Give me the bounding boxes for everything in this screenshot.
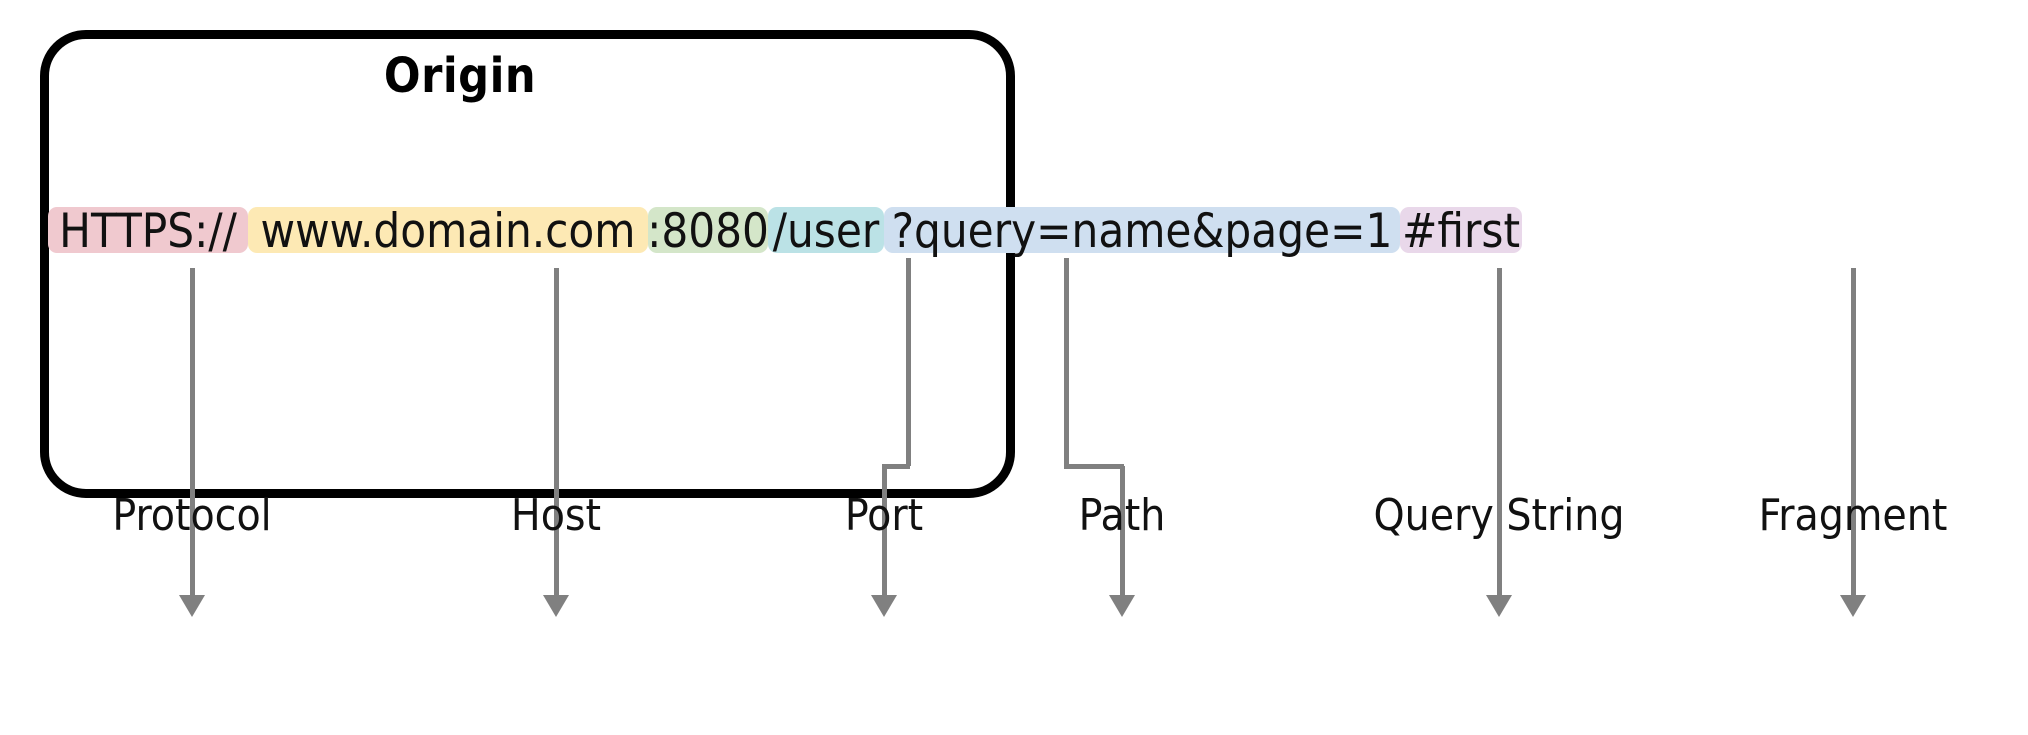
component-label-query: Query String (1373, 490, 1625, 541)
component-label-host: Host (510, 490, 602, 541)
url-segment-fragment-text: #first (1401, 203, 1521, 259)
leader-line-path-jog (1064, 464, 1124, 469)
leader-line-query (1497, 268, 1502, 595)
url-segment-port: :8080 (647, 203, 769, 259)
arrowhead-host (543, 595, 569, 617)
arrowhead-port (871, 595, 897, 617)
leader-line-host (554, 268, 559, 595)
url-segment-host: www.domain.com (248, 203, 648, 259)
url-segment-path-text: /user (772, 203, 880, 259)
component-label-protocol: Protocol (112, 490, 272, 541)
arrowhead-protocol (179, 595, 205, 617)
url-segment-port-text: :8080 (647, 203, 769, 259)
leader-line-path-lower (1120, 466, 1125, 595)
arrowhead-path (1109, 595, 1135, 617)
url-segment-query-text: ?query=name&page=1 (891, 203, 1393, 259)
leader-line-fragment (1851, 268, 1856, 595)
leader-line-port-lower (882, 466, 887, 595)
url-segment-host-text: www.domain.com (260, 203, 636, 259)
component-label-fragment: Fragment (1758, 490, 1948, 541)
component-label-port: Port (844, 490, 924, 541)
url-segment-path: /user (768, 203, 884, 259)
leader-line-protocol (190, 268, 195, 595)
leader-line-port-jog (882, 464, 910, 469)
url-string: HTTPS:// www.domain.com:8080/user?query=n… (48, 203, 1522, 259)
origin-label: Origin (383, 48, 537, 104)
leader-line-port-upper (906, 258, 911, 466)
arrowhead-query (1486, 595, 1512, 617)
url-segment-protocol-text: HTTPS:// (59, 203, 237, 259)
origin-group-box (40, 30, 1015, 498)
url-segment-protocol: HTTPS:// (48, 203, 248, 259)
url-segment-query: ?query=name&page=1 (884, 203, 1400, 259)
leader-line-path-upper (1064, 258, 1069, 466)
arrowhead-fragment (1840, 595, 1866, 617)
url-segment-fragment: #first (1400, 203, 1522, 259)
component-label-path: Path (1078, 490, 1166, 541)
